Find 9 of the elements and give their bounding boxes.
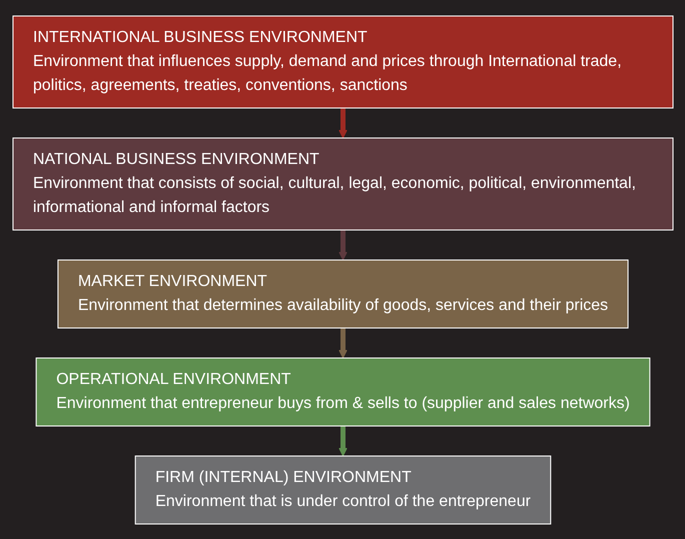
node-box: OPERATIONAL ENVIRONMENT Environment that entrepreneur buys from & sells to (supplier and sales networks)	[35, 357, 650, 426]
node-box: FIRM (INTERNAL) ENVIRONMENT Environment that is under control of the entrepreneur	[134, 455, 551, 524]
arrow	[338, 108, 347, 138]
node-box: NATIONAL BUSINESS ENVIRONMENT Environment that consists of social, cultural, legal, economic, political, environmental, informational and informal factors	[12, 137, 673, 230]
arrow	[338, 230, 347, 260]
arrow	[338, 426, 347, 456]
node-box: MARKET ENVIRONMENT Environment that determines availability of goods, services and their prices	[56, 259, 628, 328]
arrow	[338, 328, 347, 358]
node-box: INTERNATIONAL BUSINESS ENVIRONMENT Environment that influences supply, demand and prices through International trade, politics, agreements, treaties, conventions, sanctions	[12, 15, 673, 108]
